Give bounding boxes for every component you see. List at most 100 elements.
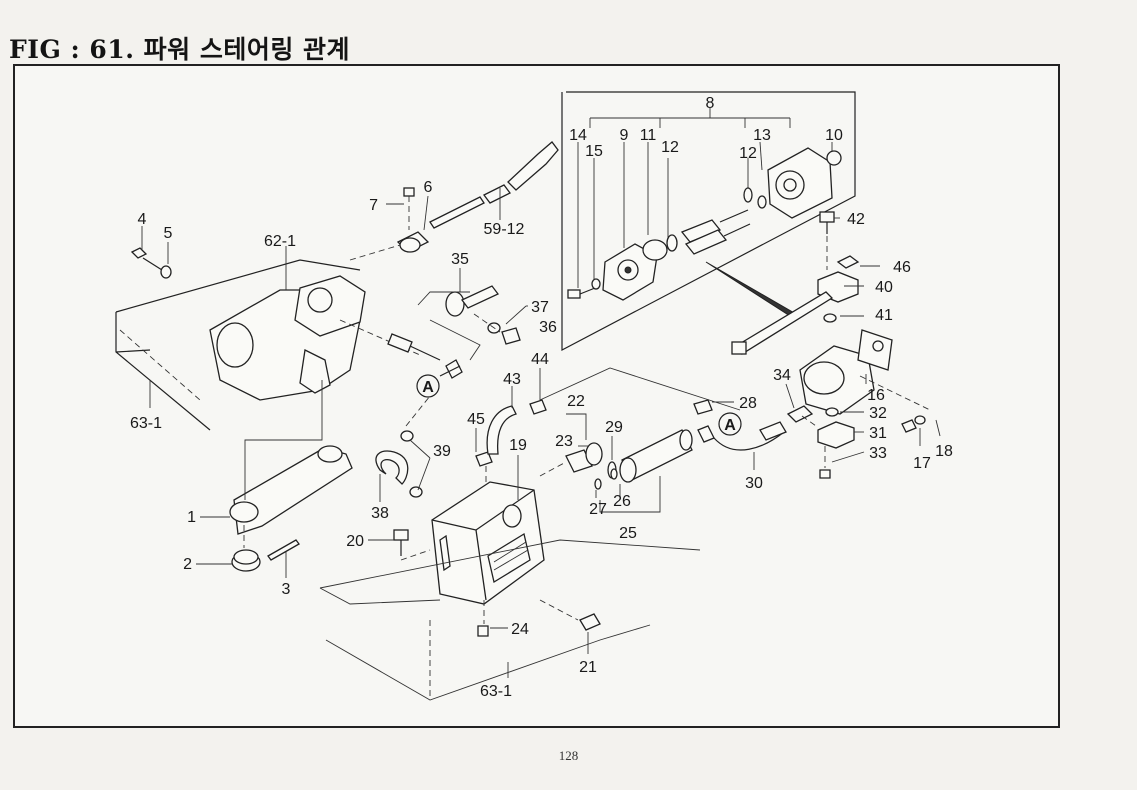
bolt-33 — [819, 446, 831, 479]
callout-63-1-upper: 63-1 — [130, 415, 162, 432]
page-number: 128 — [558, 748, 579, 763]
filter-22-23 — [565, 442, 603, 473]
bolt-42 — [819, 211, 835, 270]
callout-20: 20 — [346, 533, 364, 550]
callout-30: 30 — [745, 475, 763, 492]
callout-13: 13 — [753, 127, 771, 144]
o-ring-32 — [825, 407, 839, 417]
callout-26: 26 — [613, 493, 631, 510]
pump-cover-9 — [602, 243, 658, 301]
callout-2: 2 — [183, 556, 192, 573]
callout-8: 8 — [706, 95, 715, 112]
pressure-hose-30 — [697, 421, 787, 451]
connection-mark-a-left — [416, 374, 440, 398]
callout-35: 35 — [451, 251, 469, 268]
frame-63-1-upper — [115, 259, 361, 431]
callout-27: 27 — [589, 501, 607, 518]
callout-34: 34 — [773, 367, 791, 384]
callout-7: 7 — [369, 197, 378, 214]
connection-label-a-right: A — [724, 417, 736, 434]
fitting-28 — [693, 399, 713, 415]
callout-15: 15 — [585, 143, 603, 160]
flange-31 — [817, 421, 855, 449]
callout-42: 42 — [847, 211, 865, 228]
callout-46: 46 — [893, 259, 911, 276]
pipe-40 — [731, 271, 859, 355]
bolt-4 — [130, 247, 163, 271]
plug-36 — [501, 327, 521, 345]
callout-41: 41 — [875, 307, 893, 324]
callout-28: 28 — [739, 395, 757, 412]
breather-45 — [475, 451, 493, 484]
callout-16: 16 — [867, 387, 885, 404]
diagram-frame — [13, 64, 1060, 728]
callout-33: 33 — [869, 445, 887, 462]
nut-2 — [231, 549, 261, 572]
callout-29: 29 — [605, 419, 623, 436]
callout-39: 39 — [433, 443, 451, 460]
oil-tank-19 — [431, 481, 545, 605]
callout-44: 44 — [531, 351, 549, 368]
pump-gears-shafts — [680, 209, 751, 255]
callout-38: 38 — [371, 505, 389, 522]
suction-pipe-43 — [486, 405, 517, 455]
callout-14: 14 — [569, 127, 587, 144]
spring-27 — [594, 478, 602, 490]
callout-12-inset-b: 12 — [739, 145, 757, 162]
washer-41 — [823, 313, 837, 323]
return-hose-38 — [375, 450, 409, 485]
callout-25: 25 — [619, 525, 637, 542]
fitting-34 — [786, 405, 814, 423]
bolt-20 — [393, 529, 409, 556]
bolt-21 — [539, 599, 601, 631]
frame-63-1-lower — [319, 539, 701, 701]
callout-17: 17 — [913, 455, 931, 472]
callout-45: 45 — [467, 411, 485, 428]
pump-washer-15 — [591, 278, 601, 290]
pump-detail-inset — [561, 91, 856, 351]
hose-fitting-gearbox — [387, 333, 463, 379]
callout-43: 43 — [503, 371, 521, 388]
pump-ring-11 — [642, 239, 668, 261]
callout-62-1: 62-1 — [264, 233, 296, 250]
callout-1: 1 — [187, 509, 196, 526]
hose-fitting-35 — [445, 285, 500, 317]
pitman-arm-1 — [229, 445, 353, 535]
callout-22: 22 — [567, 393, 585, 410]
callout-12-inset-a: 12 — [661, 139, 679, 156]
callout-40: 40 — [875, 279, 893, 296]
callout-3: 3 — [282, 581, 291, 598]
connection-label-a-left: A — [422, 379, 434, 396]
pump-seal-13 — [757, 195, 767, 209]
callout-6: 6 — [424, 179, 433, 196]
washer-26 — [610, 468, 618, 480]
callout-11: 11 — [640, 127, 657, 144]
callout-19: 19 — [509, 437, 527, 454]
callout-37: 37 — [531, 299, 549, 316]
callout-5: 5 — [164, 225, 173, 242]
bolt-17-18 — [859, 375, 931, 433]
callout-59-12: 59-12 — [484, 221, 525, 238]
figure-title: FIG : 61. 파워 스테어링 관계 — [9, 35, 351, 64]
clip-46 — [836, 255, 860, 269]
callout-24: 24 — [511, 621, 529, 638]
pump-body-10 — [767, 147, 842, 219]
callout-10: 10 — [825, 127, 843, 144]
callout-23: 23 — [555, 433, 573, 450]
universal-joint-6 — [396, 231, 430, 253]
connection-mark-a-right — [718, 412, 742, 436]
pump-seal-12 — [743, 187, 753, 203]
washer-5 — [160, 265, 172, 279]
cotter-pin-3 — [267, 539, 300, 561]
bolt-7 — [403, 187, 415, 230]
callout-36: 36 — [539, 319, 557, 336]
hose-clamp-44 — [529, 399, 547, 415]
callout-21: 21 — [579, 659, 597, 676]
callout-4: 4 — [138, 211, 147, 228]
pump-assembly-16 — [799, 329, 893, 415]
filter-element-25 — [619, 429, 693, 483]
steering-shaft-59-12 — [429, 141, 559, 229]
callout-31: 31 — [869, 425, 887, 442]
callout-18: 18 — [935, 443, 953, 460]
